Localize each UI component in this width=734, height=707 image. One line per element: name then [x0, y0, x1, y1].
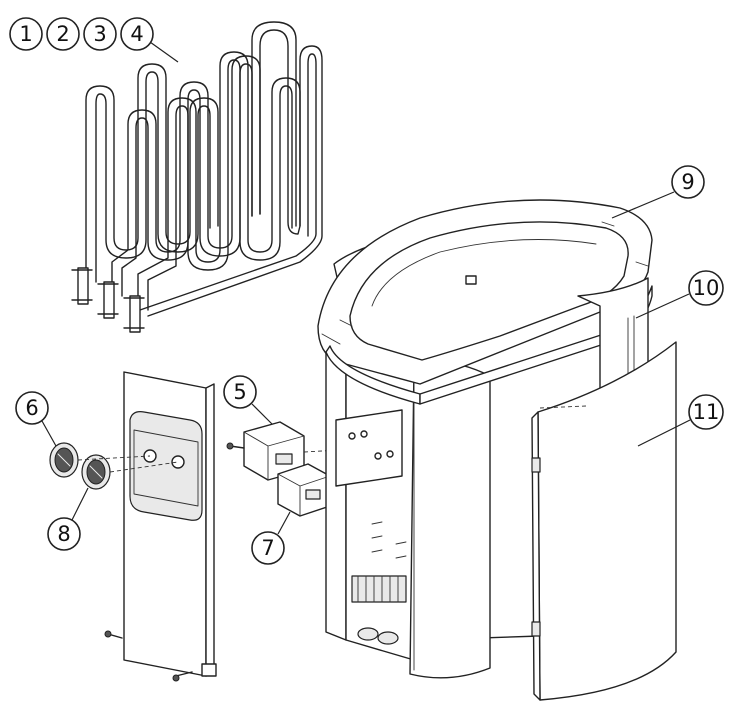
- callout-5-label: 5: [233, 380, 246, 404]
- heating-element-1: [85, 63, 219, 283]
- heating-element-2: [111, 55, 261, 297]
- leader-6: [41, 420, 57, 447]
- element-terminals: [71, 267, 145, 333]
- leader-4: [149, 41, 179, 63]
- callout-9-label: 9: [681, 170, 694, 194]
- callout-2-label: 2: [56, 22, 69, 46]
- callout-10: 10: [688, 270, 724, 306]
- switch-module-5: [226, 421, 305, 481]
- leader-11: [637, 419, 691, 447]
- callout-8: 8: [47, 517, 81, 551]
- callout-3-label: 3: [93, 22, 106, 46]
- control-knob-8: [81, 454, 111, 490]
- control-panel: [104, 371, 217, 682]
- leader-10: [635, 293, 690, 319]
- leader-5: [251, 403, 273, 425]
- callout-1: 1: [9, 17, 43, 51]
- front-cover: [531, 341, 677, 701]
- callout-3: 3: [83, 17, 117, 51]
- callout-6-label: 6: [25, 396, 38, 420]
- leader-7: [277, 511, 291, 535]
- callout-10-label: 10: [693, 276, 720, 300]
- control-knob-6: [49, 442, 79, 478]
- callout-4: 4: [120, 17, 154, 51]
- callout-2: 2: [46, 17, 80, 51]
- thermostat-module-7: [277, 463, 331, 517]
- callout-4-label: 4: [130, 22, 143, 46]
- callout-7: 7: [251, 531, 285, 565]
- callout-11: 11: [688, 394, 724, 430]
- callout-8-label: 8: [57, 522, 70, 546]
- callout-5: 5: [223, 375, 257, 409]
- callout-9: 9: [671, 165, 705, 199]
- callout-6: 6: [15, 391, 49, 425]
- callout-1-label: 1: [19, 22, 32, 46]
- heating-element-4: [139, 21, 323, 317]
- leader-9: [611, 191, 675, 219]
- top-frame: [317, 199, 653, 405]
- callout-7-label: 7: [261, 536, 274, 560]
- leader-8: [71, 487, 89, 521]
- heating-elements: [71, 21, 323, 333]
- heating-element-3: [137, 51, 301, 311]
- callout-11-label: 11: [693, 400, 720, 424]
- callouts: 1 2 3 4 5 6 7 8: [9, 17, 724, 565]
